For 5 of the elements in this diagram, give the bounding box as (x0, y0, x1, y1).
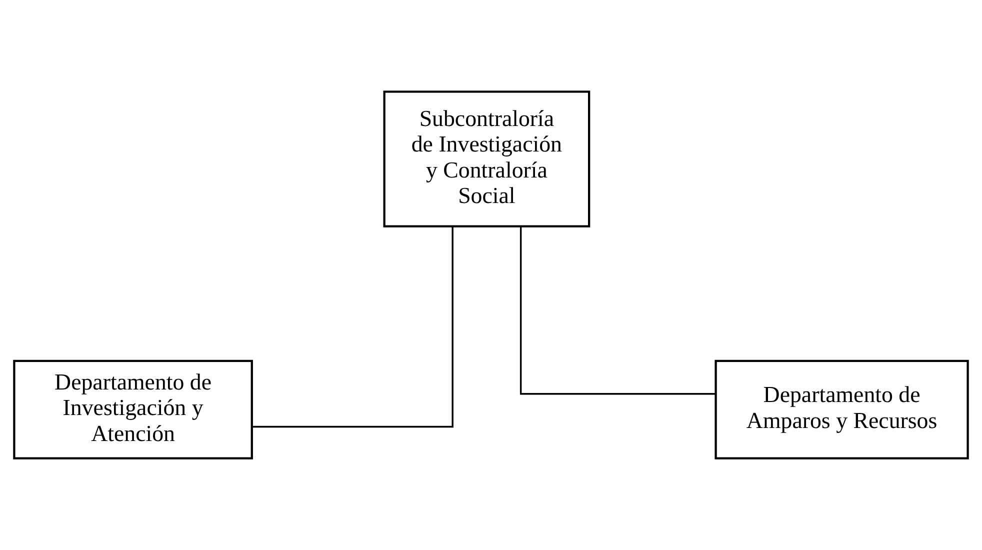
connector (252, 226, 454, 428)
node-box: Departamento de Amparos y Recursos (714, 360, 969, 460)
connector (520, 226, 716, 395)
node-box: Departamento de Investigación y Atención (13, 360, 253, 460)
node-box: Subcontraloría de Investigación y Contraloría Social (383, 90, 590, 228)
